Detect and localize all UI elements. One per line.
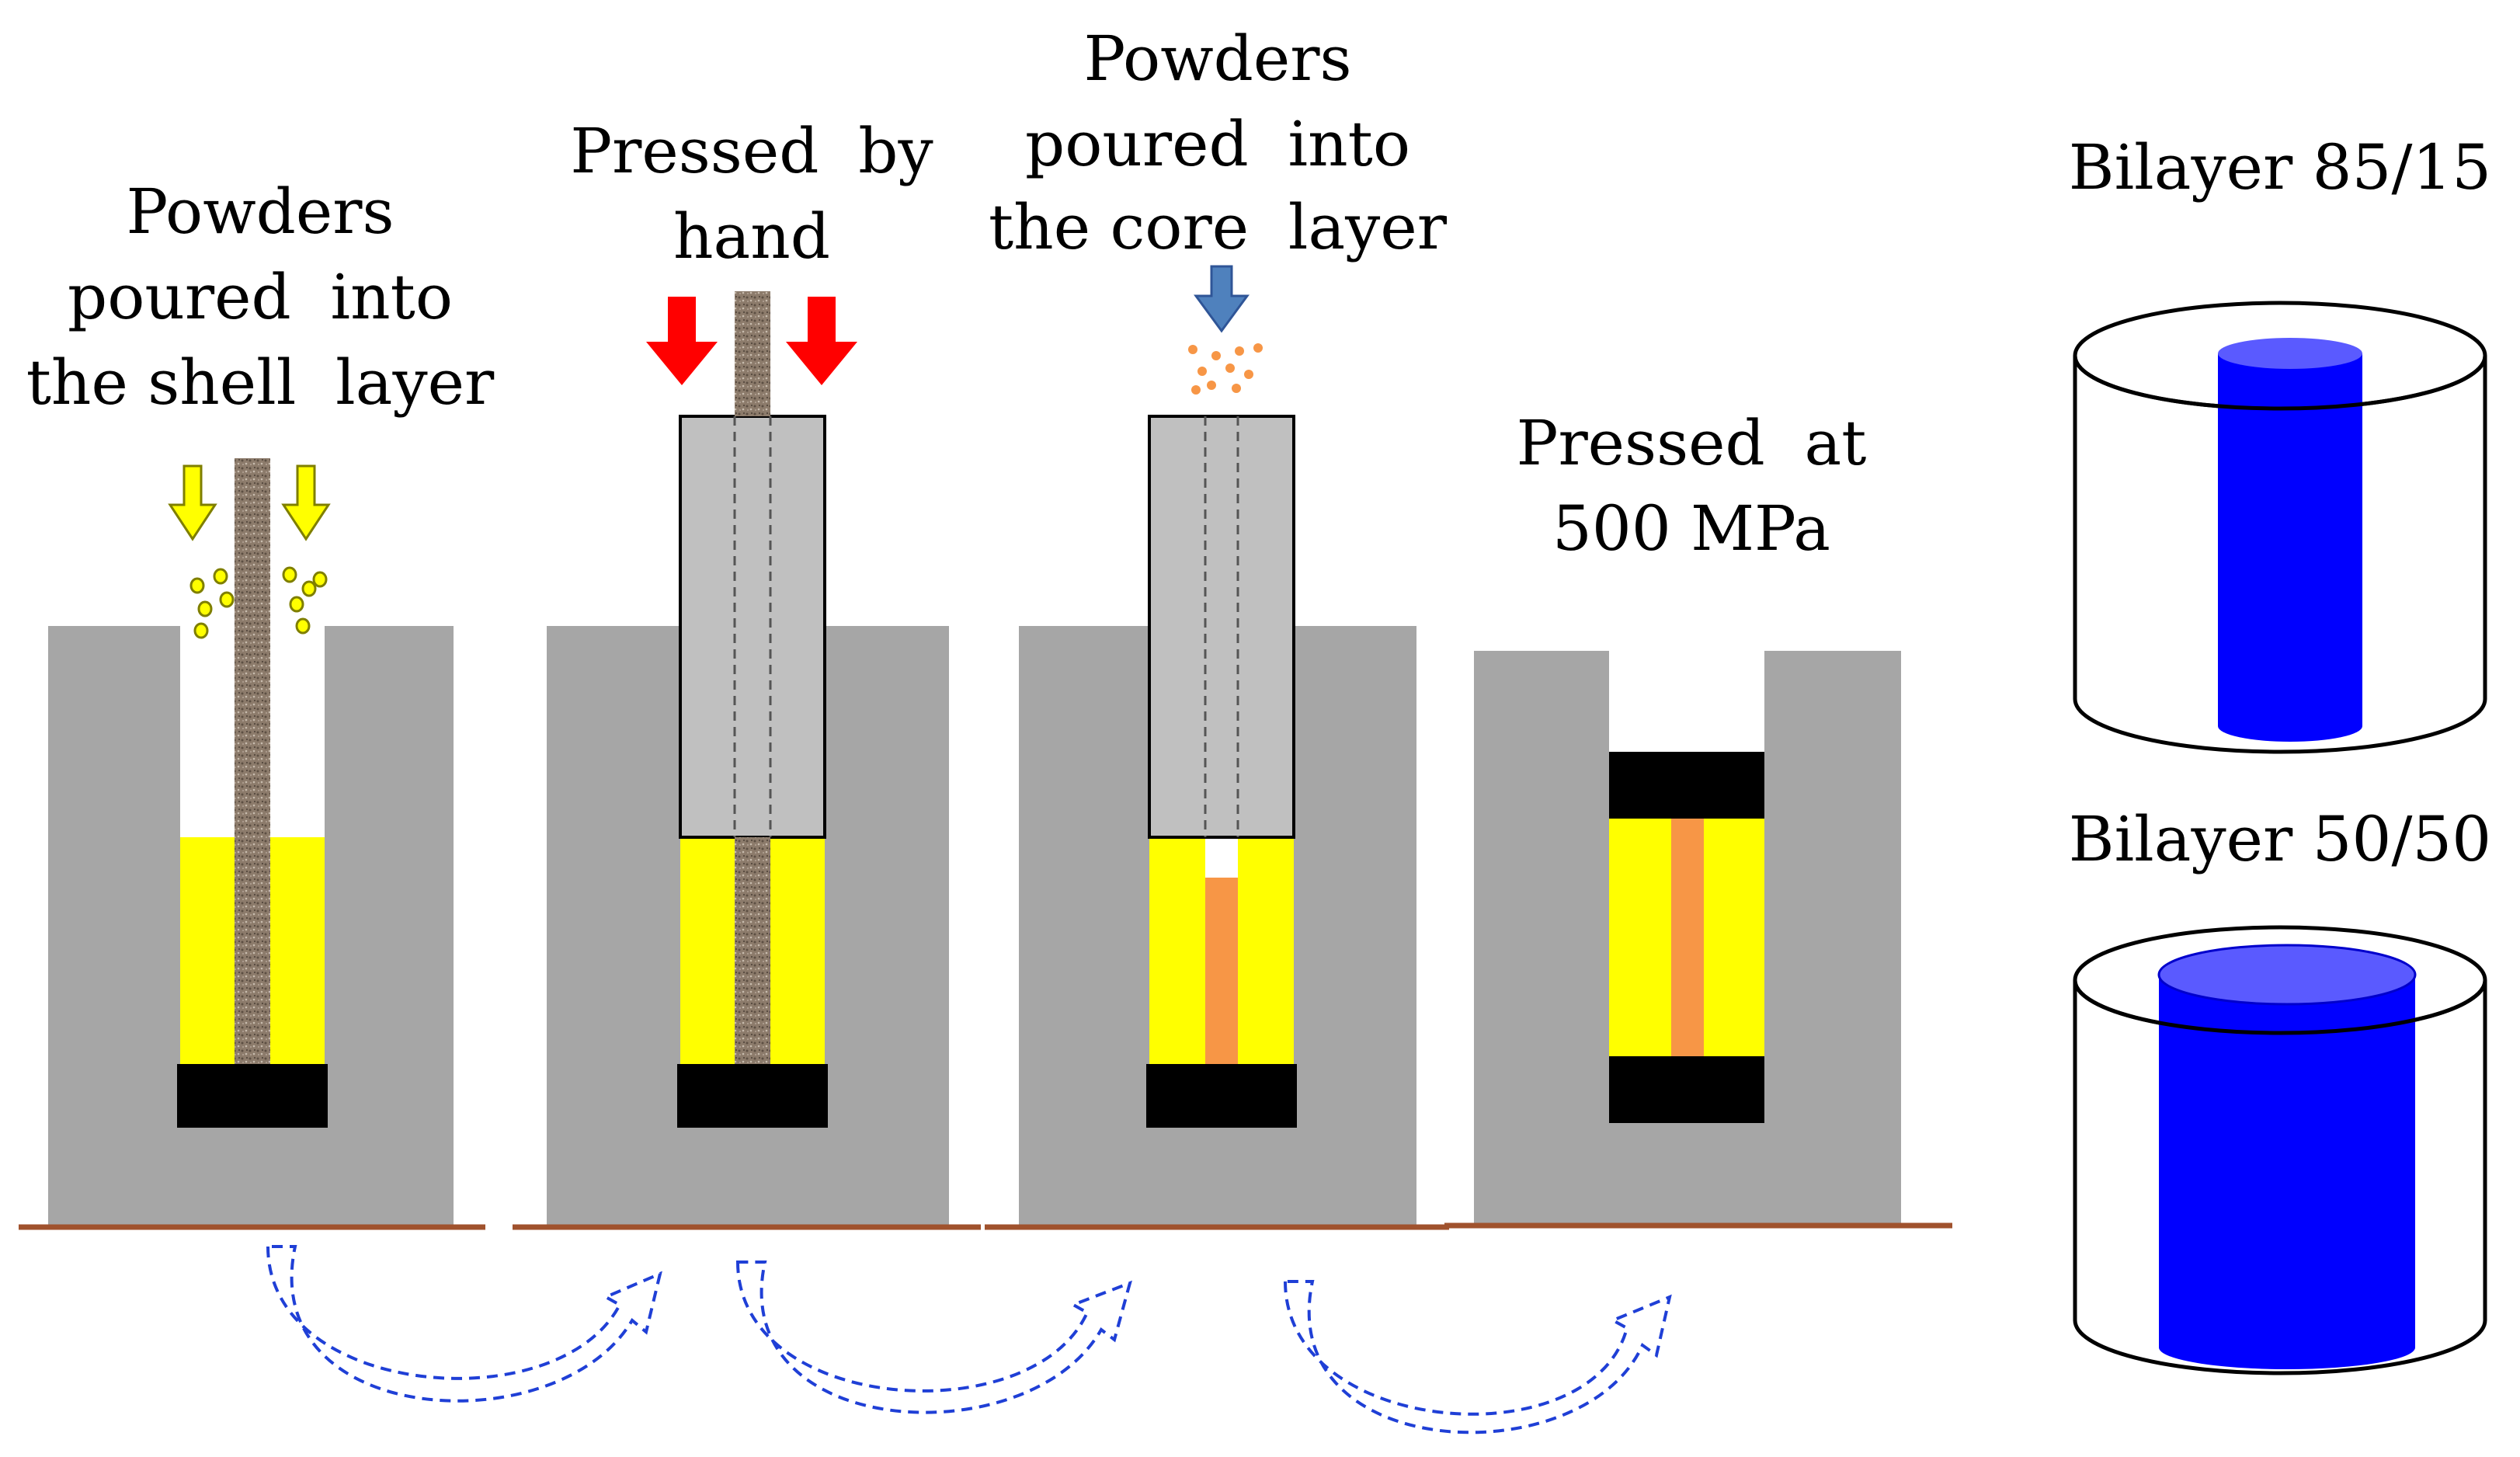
step-4-bottom-plug	[1609, 1056, 1764, 1123]
step-3-core-powder-arrow-icon	[1194, 265, 1250, 333]
step-1-label-line-3: the shell layer	[26, 346, 495, 419]
outer-shell-rim-front	[2073, 979, 2487, 1035]
step-2-center-rod-bottom	[735, 837, 770, 1064]
step-3-core-cavity	[1205, 837, 1238, 878]
step-3-label-line-1: Powders	[1083, 23, 1351, 95]
step-2-press-arrow-left-icon	[646, 297, 718, 385]
step-3-powder-particles	[1188, 343, 1263, 395]
inner-core-cylinder	[2218, 338, 2362, 742]
step-2-center-rod-top	[735, 291, 770, 416]
outer-shell-rim-front	[2073, 355, 2487, 411]
step-1-powder-particles	[189, 566, 328, 639]
step-2-label-line-2: hand	[673, 200, 830, 273]
step-1-bottom-plug	[177, 1064, 328, 1128]
result-bilayer-50-50: Bilayer 50/50	[2069, 803, 2491, 1375]
step-3-label-line-2: poured into	[1025, 108, 1410, 180]
step-3-core-powder	[1205, 878, 1238, 1064]
step-4-die-cavity	[1609, 651, 1764, 752]
result-bilayer-85-15: Bilayer 85/15	[2069, 131, 2491, 754]
step-1-powder-arrow-right-icon	[281, 464, 331, 541]
step-4-top-plug	[1609, 752, 1764, 819]
step-1-shell-powder-filling: Powders poured into the shell layer	[19, 176, 495, 1230]
flow-arrow-1-icon	[266, 1245, 662, 1403]
flow-arrow-3-icon	[1283, 1280, 1672, 1434]
result-2-label: Bilayer 50/50	[2069, 803, 2491, 875]
step-4-core-powder	[1671, 819, 1704, 1056]
step-2-press-arrow-right-icon	[786, 297, 857, 385]
step-1-center-rod	[235, 458, 270, 1064]
step-4-label-line-2: 500 MPa	[1552, 492, 1830, 565]
step-3-bottom-plug	[1146, 1064, 1297, 1128]
step-1-label-line-2: poured into	[68, 261, 453, 333]
step-3-label-line-3: the core layer	[989, 191, 1448, 263]
step-2-bottom-plug	[677, 1064, 828, 1128]
step-2-label-line-1: Pressed by	[570, 115, 933, 187]
inner-core-cylinder	[2157, 944, 2417, 1369]
flow-arrow-2-icon	[735, 1261, 1132, 1414]
step-2-hand-pressing: Pressed by hand	[513, 115, 981, 1230]
step-3-punch	[1148, 415, 1295, 839]
step-4-pressing-500mpa: Pressed at 500 MPa	[1444, 407, 1952, 1229]
step-4-label-line-1: Pressed at	[1517, 407, 1867, 479]
step-1-label-line-1: Powders	[126, 176, 394, 248]
step-1-powder-arrow-left-icon	[168, 464, 217, 541]
flow-arrows	[266, 1245, 1672, 1434]
result-1-label: Bilayer 85/15	[2069, 131, 2491, 203]
step-3-core-powder-filling: Powders poured into the core layer	[985, 23, 1449, 1230]
step-2-punch	[679, 415, 826, 839]
